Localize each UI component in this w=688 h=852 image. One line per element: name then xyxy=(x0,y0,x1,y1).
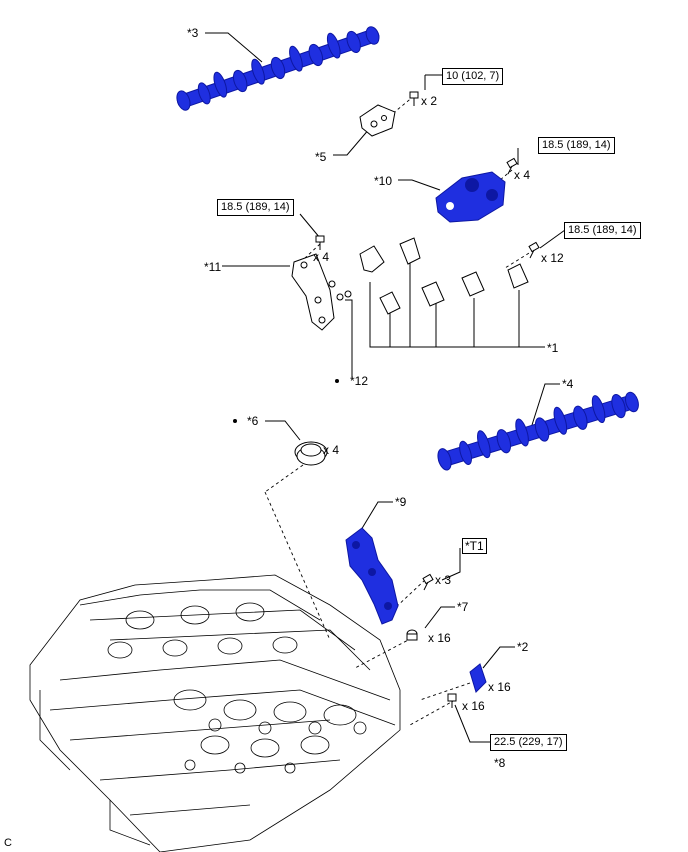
label-t1: *T1 xyxy=(462,538,487,554)
torque-box-p8: 22.5 (229, 17) xyxy=(490,734,567,751)
housing-p9 xyxy=(345,527,399,625)
bolt-t1 xyxy=(422,573,434,591)
qty-p8: x 16 xyxy=(462,699,485,713)
leader-line-p2 xyxy=(482,646,515,669)
label-p1: *1 xyxy=(547,341,559,355)
leader-line-t1 xyxy=(539,229,566,249)
plate-p5 xyxy=(359,104,396,137)
label-p6: *6 xyxy=(247,414,259,428)
label-p8: *8 xyxy=(494,756,506,770)
torque-box-t1: 18.5 (189, 14) xyxy=(564,222,641,239)
qty-p5: x 2 xyxy=(421,94,438,108)
leader-line-p3 xyxy=(205,32,263,63)
engine-block xyxy=(29,574,401,852)
qty-p10: x 4 xyxy=(514,168,531,182)
leader-line-p5 xyxy=(333,127,371,156)
leader-line-p6 xyxy=(265,420,301,441)
bolt-p5 xyxy=(409,91,419,106)
leader-line-p10 xyxy=(398,179,441,191)
bullet-p6 xyxy=(233,419,237,423)
part-p7 xyxy=(406,629,418,641)
leader-line-p8 xyxy=(454,704,490,743)
label-p9: *9 xyxy=(395,495,407,509)
leader-line-p12 xyxy=(345,299,353,378)
part-p2 xyxy=(469,663,487,693)
label-p7: *7 xyxy=(457,600,469,614)
corner-code: C xyxy=(4,837,12,849)
o-rings-p12 xyxy=(328,280,352,301)
qty-p1: x 12 xyxy=(541,251,564,265)
leader-line-p7 xyxy=(424,606,455,629)
part-p8 xyxy=(447,693,457,708)
label-p12: *12 xyxy=(350,374,369,388)
bolt-p10 xyxy=(506,157,518,175)
label-p11: *11 xyxy=(204,260,222,274)
qty-p7: x 16 xyxy=(428,631,451,645)
label-p10: *10 xyxy=(374,174,393,188)
label-p5: *5 xyxy=(315,150,327,164)
camshaft-lower xyxy=(437,391,639,471)
leader-line-p9 xyxy=(357,501,393,536)
bullet-p12 xyxy=(335,379,339,383)
camshaft-upper xyxy=(176,26,380,111)
bolt-p1 xyxy=(528,241,540,259)
qty-p6: x 4 xyxy=(323,443,340,457)
qty-p2: x 16 xyxy=(488,680,511,694)
leader-line-p1 xyxy=(369,282,545,348)
torque-box-p10: 18.5 (189, 14) xyxy=(538,137,615,154)
torque-box-p11: 18.5 (189, 14) xyxy=(217,199,294,216)
torque-box-p5: 10 (102, 7) xyxy=(442,68,504,85)
bearing-cap-p11 xyxy=(291,253,335,331)
qty-p11: x 4 xyxy=(313,250,330,264)
label-p4: *4 xyxy=(562,377,574,391)
camshaft-caps-p1 xyxy=(359,237,529,315)
qty-t1: x 3 xyxy=(435,573,452,587)
label-p2: *2 xyxy=(517,640,529,654)
bolt-p11 xyxy=(315,235,325,250)
leader-line-t1b xyxy=(441,548,461,581)
label-p3: *3 xyxy=(187,26,199,40)
leader-line-p4 xyxy=(531,383,560,426)
seal-p6 xyxy=(294,441,328,466)
housing-p10 xyxy=(435,171,506,223)
leader-line-t11 xyxy=(299,213,321,239)
